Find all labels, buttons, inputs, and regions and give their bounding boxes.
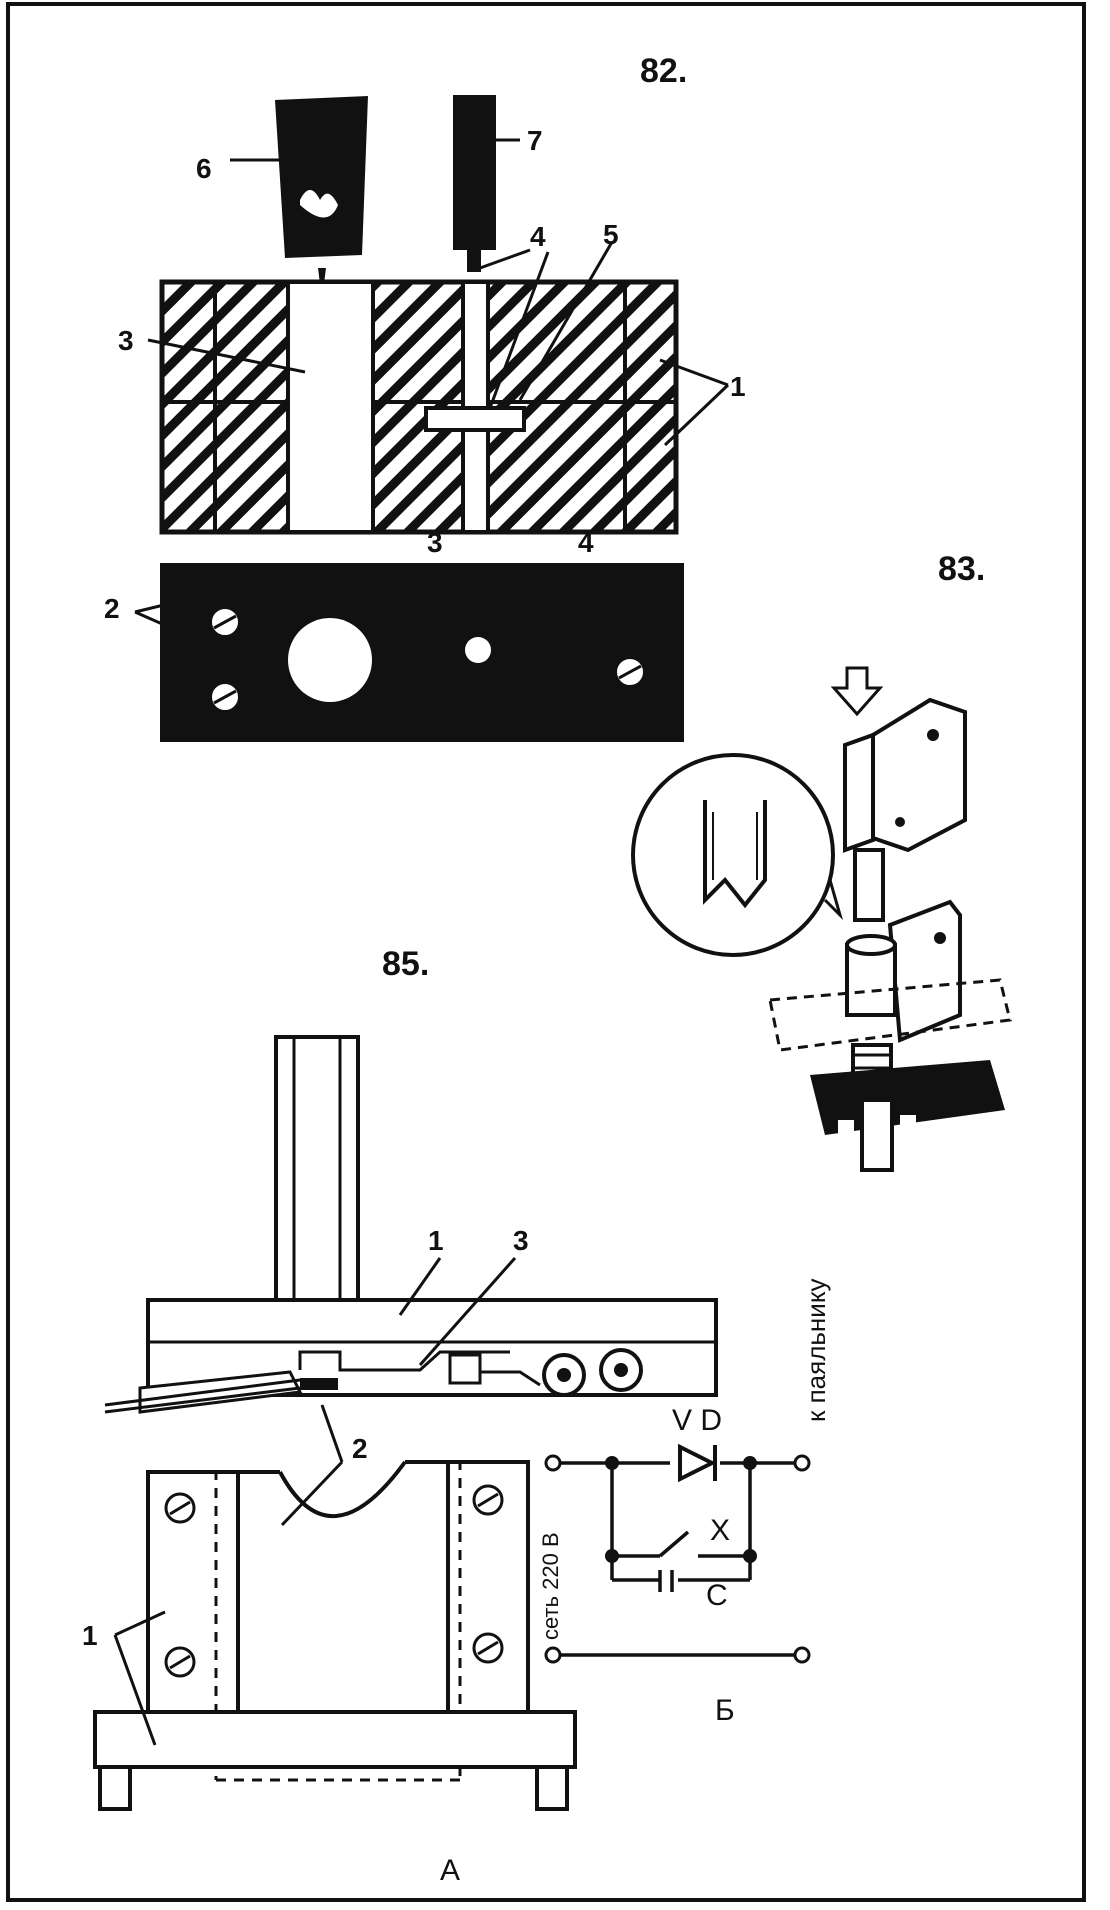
panel-b-label: Б (715, 1694, 735, 1727)
base-frame (93, 1460, 577, 1811)
press-arrow-icon (830, 666, 884, 717)
label-3-block: 3 (118, 325, 134, 356)
hole-3 (288, 618, 372, 702)
figure-83: 83. (631, 550, 1012, 1172)
upright-column (274, 1035, 360, 1304)
terminal-icon (544, 1646, 562, 1664)
head-block (104, 1298, 718, 1414)
diode-label: V D (672, 1404, 722, 1437)
label-6: 6 (196, 153, 212, 184)
label-4-block: 4 (530, 221, 546, 252)
diode-icon (678, 1443, 717, 1483)
figure-82-number: 82. (640, 52, 687, 90)
label-2: 2 (352, 1433, 368, 1464)
upper-crimp-tool (843, 697, 967, 922)
pin-tool-7 (453, 95, 496, 272)
figure-85-leaders (113, 1257, 517, 1746)
figure-83-number: 83. (938, 550, 985, 588)
lower-crimp-tool (768, 899, 1012, 1172)
label-4-plate: 4 (578, 527, 594, 558)
label-1-head: 1 (428, 1225, 444, 1256)
magnified-detail (631, 753, 844, 957)
figure-82-leaders (134, 241, 730, 647)
base-plate (160, 563, 684, 742)
label-1: 1 (730, 371, 746, 402)
circuit-diagram: V D X C сеть 220 В к паяльнику Б (538, 1279, 831, 1727)
figure-82: 82. (104, 52, 746, 742)
label-5: 5 (603, 219, 619, 250)
figure-85-number: 85. (382, 945, 429, 983)
hole-3-channel (286, 280, 375, 534)
switch-label: X (710, 1514, 730, 1547)
panel-a-label: А (440, 1854, 460, 1887)
die-block (159, 279, 679, 535)
punch-tool-6 (275, 96, 368, 300)
label-2: 2 (104, 593, 120, 624)
page-border (6, 2, 1086, 1902)
capacitor-label: C (706, 1579, 728, 1612)
label-3-plate: 3 (427, 527, 443, 558)
terminal-icon (793, 1454, 811, 1472)
mains-label: сеть 220 В (538, 1532, 563, 1640)
slot-5 (424, 406, 526, 432)
figure-85: 85. (82, 945, 831, 1887)
label-1-base: 1 (82, 1620, 98, 1651)
label-3: 3 (513, 1225, 529, 1256)
to-iron-label: к паяльнику (801, 1279, 831, 1422)
terminal-icon (793, 1646, 811, 1664)
terminal-icon (544, 1454, 562, 1472)
hole-4 (465, 637, 491, 663)
label-7: 7 (527, 125, 543, 156)
